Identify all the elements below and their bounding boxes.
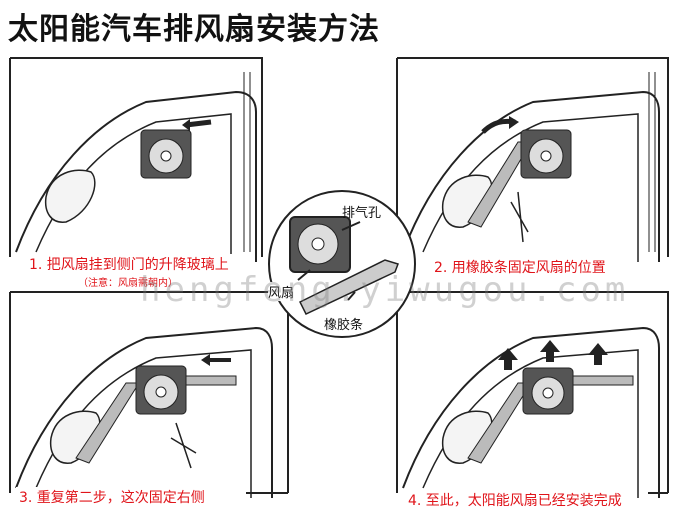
step-2-caption: 2. 用橡胶条固定风扇的位置 <box>431 257 609 277</box>
car-window-illustration <box>396 291 669 498</box>
watermark: hengfeng.yiwugou.com <box>140 270 630 310</box>
page-title: 太阳能汽车排风扇安装方法 <box>8 12 380 47</box>
fan-and-rubber-strip-illustration <box>289 216 399 315</box>
step-3-panel: 3. 重复第二步，这次固定右侧 <box>6 288 296 513</box>
parts-diagram: 排气孔 风扇 橡胶条 <box>268 190 416 338</box>
car-window-illustration <box>9 57 263 262</box>
step-2-panel: 2. 用橡胶条固定风扇的位置 <box>393 52 675 277</box>
step-4-caption: 4. 至此，太阳能风扇已经安装完成 <box>405 490 625 510</box>
step-1-caption: 1. 把风扇挂到侧门的升降玻璃上 <box>26 254 232 274</box>
car-window-illustration <box>396 57 669 262</box>
fan-label: 风扇 <box>268 282 295 301</box>
exhaust-label: 排气孔 <box>342 206 382 221</box>
step-3-caption: 3. 重复第二步，这次固定右侧 <box>16 487 208 507</box>
car-window-illustration <box>9 291 289 498</box>
step-1-note: （注意：风扇需朝内） <box>78 278 178 289</box>
step-1-panel: 1. 把风扇挂到侧门的升降玻璃上 （注意：风扇需朝内） <box>6 52 268 289</box>
rubber-strip-label: 橡胶条 <box>324 318 364 333</box>
step-4-panel: 4. 至此，太阳能风扇已经安装完成 <box>393 288 675 513</box>
